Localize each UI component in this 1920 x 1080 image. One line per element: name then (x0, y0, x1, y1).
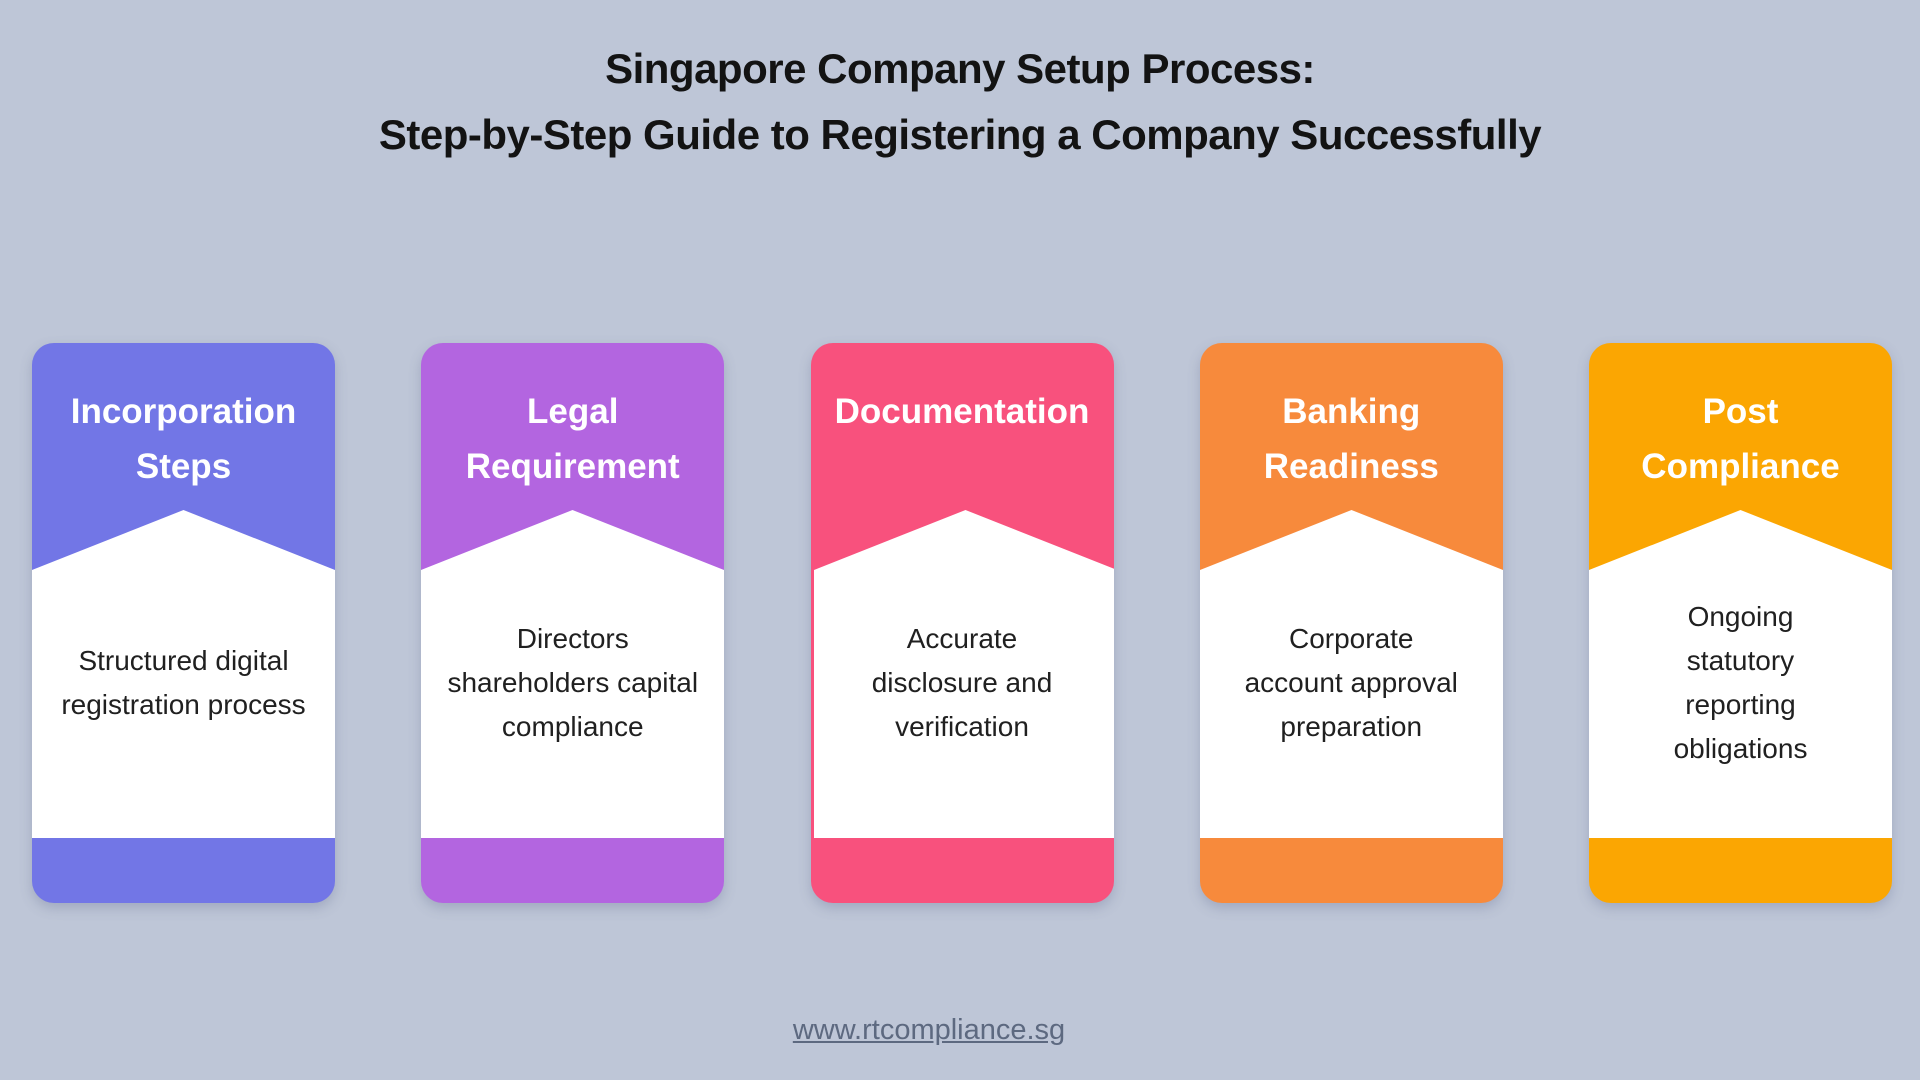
card-description: Structured digital registration process (61, 645, 306, 720)
page-title: Singapore Company Setup Process: Step-by… (378, 45, 1542, 158)
card-description: Directors shareholders capital complianc… (447, 623, 699, 742)
website-link[interactable]: www.rtcompliance.sg (792, 1014, 1066, 1046)
card-title: Legal Requirement (465, 392, 680, 486)
process-card-legal-requirement: Legal Requirement Directors shareholders… (421, 343, 725, 903)
process-cards-row: Incorporation Steps Structured digital r… (32, 343, 1892, 903)
process-card-documentation: Documentation Accurate disclosure and ve… (810, 343, 1114, 903)
card-description: Ongoing statutory reporting obligations (1673, 601, 1808, 764)
card-title: Documentation (834, 392, 1090, 431)
card-title: Post Compliance (1641, 392, 1840, 486)
process-card-post-compliance: Post Compliance Ongoing statutory report… (1589, 343, 1892, 903)
chevron-up-shape (421, 510, 725, 838)
card-title: Banking Readiness (1263, 392, 1439, 486)
chevron-up-shape (32, 510, 335, 838)
card-description: Accurate disclosure and verification (871, 623, 1053, 742)
chevron-up-shape (1589, 510, 1892, 838)
chevron-up-shape (1199, 510, 1503, 838)
card-title: Incorporation Steps (70, 392, 297, 486)
footer: www.rtcompliance.sg (793, 1014, 1065, 1047)
chevron-up-shape (813, 510, 1114, 838)
card-description: Corporate account approval preparation (1244, 623, 1458, 742)
process-card-banking-readiness: Banking Readiness Corporate account appr… (1199, 343, 1503, 903)
process-card-incorporation-steps: Incorporation Steps Structured digital r… (32, 343, 335, 903)
